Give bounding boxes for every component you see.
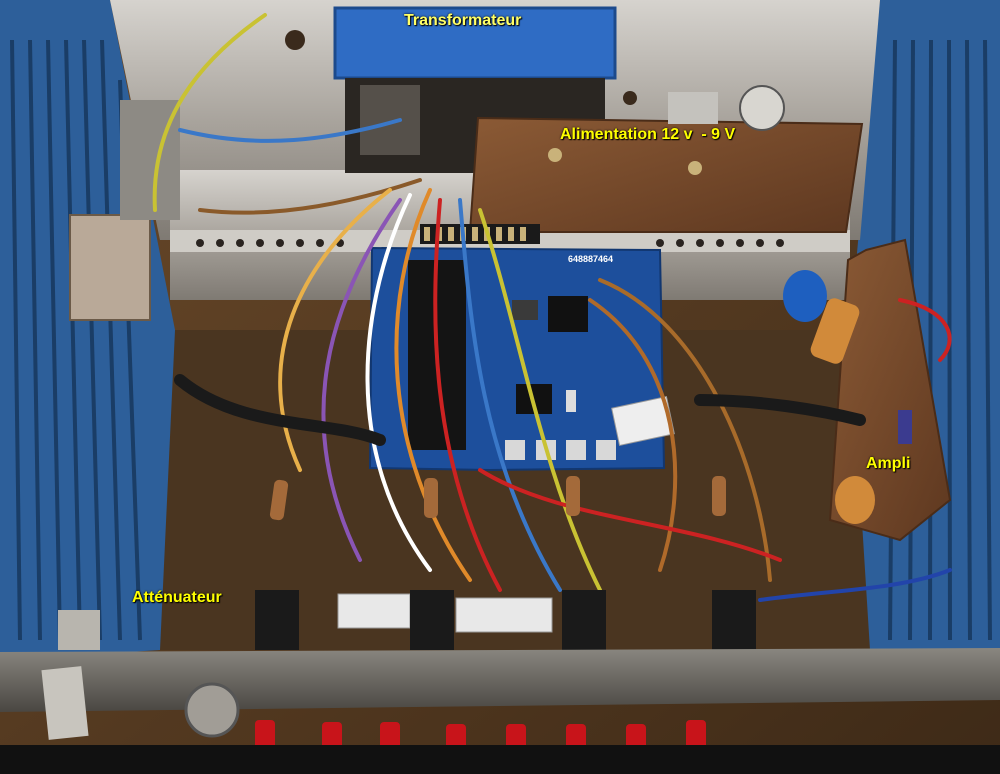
fuse-holder (69, 214, 151, 321)
attenuator-label: Atténuateur (132, 589, 222, 606)
rear-connector-blocks (337, 593, 553, 633)
amplifier-label: Ampli (866, 455, 911, 472)
electrolytic-capacitor (739, 85, 785, 131)
amplifier-board (783, 238, 952, 542)
regulator-heatsink (668, 92, 718, 124)
banana-sockets (255, 590, 756, 650)
transformer-label: Transformateur (404, 12, 522, 29)
front-panel (0, 648, 1000, 712)
bottom-strap (0, 745, 1000, 774)
white-connector (611, 396, 675, 446)
power-supply-board (468, 116, 864, 233)
wall-hole (285, 30, 305, 50)
bnc-connector (184, 682, 240, 738)
power-supply-label: Alimentation 12 v - 9 V (560, 126, 736, 143)
toggle-switch (41, 610, 100, 740)
resistors (269, 476, 726, 521)
wall-hole (623, 91, 637, 105)
wire-bundle (152, 13, 952, 602)
board-phone-number: 648887464 (568, 254, 613, 264)
